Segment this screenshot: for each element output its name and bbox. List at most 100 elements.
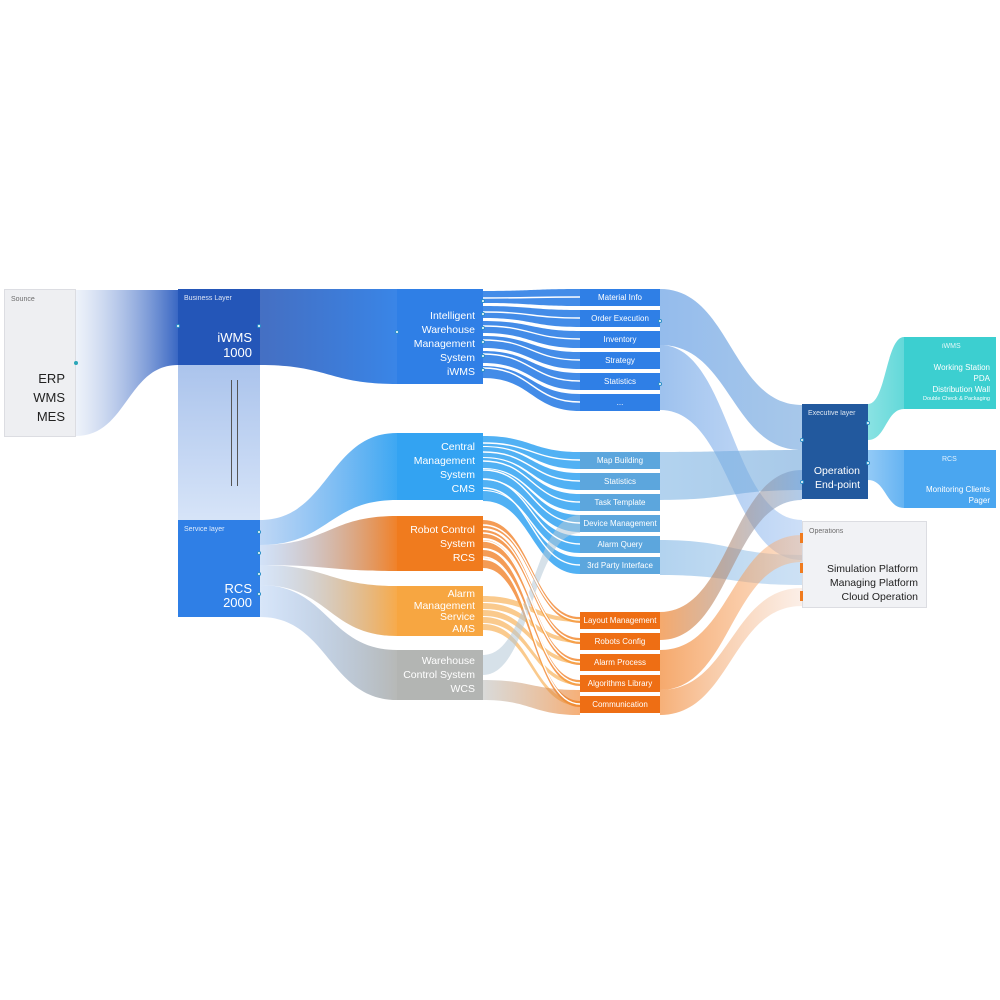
rcs-module: Layout Management bbox=[580, 612, 660, 629]
iwms-endpoint-small: Double Check & Packaging bbox=[923, 396, 990, 402]
iwms-module: Inventory bbox=[580, 331, 660, 348]
cms-module: 3rd Party Interface bbox=[580, 557, 660, 574]
wcs-system-line: WCS bbox=[450, 683, 476, 695]
rcs-system-line: System bbox=[439, 538, 475, 550]
operations-marker bbox=[800, 533, 803, 543]
wcs-system-line: Control System bbox=[403, 669, 475, 681]
flow-exec-rcs bbox=[868, 450, 904, 508]
port-dot bbox=[176, 324, 180, 328]
iwms-endpoint-line: Working Station bbox=[933, 363, 990, 372]
cms-module: Alarm Query bbox=[580, 536, 660, 553]
wcs-system-node: Warehouse Control System WCS bbox=[397, 650, 483, 700]
flow-line-rcs bbox=[482, 548, 581, 684]
flow-rcs-ops bbox=[660, 535, 802, 690]
flow-ams-module bbox=[483, 624, 580, 706]
flow-service-wcs bbox=[260, 585, 397, 700]
flow-line-cms bbox=[482, 460, 581, 503]
flow-iwms-exec bbox=[660, 289, 802, 450]
cms-system-title: Central Management System CMS bbox=[414, 440, 475, 496]
port-dot bbox=[257, 324, 261, 328]
executive-layer-node: Executive layer Operation End-point bbox=[802, 404, 868, 499]
flow-cms-module bbox=[483, 447, 580, 490]
source-node: Sounce ERP WMS MES bbox=[4, 289, 76, 437]
port-dot bbox=[257, 572, 261, 576]
flow-ams-module bbox=[483, 603, 580, 643]
port-dot bbox=[866, 421, 870, 425]
service-layer-line: RCS bbox=[224, 581, 252, 596]
rcs-endpoint-line: Monitoring Clients bbox=[925, 485, 990, 494]
flow-wcs-cms bbox=[483, 515, 580, 675]
port-dot bbox=[481, 368, 485, 372]
executive-layer-caption: Executive layer bbox=[808, 410, 856, 417]
iwms-endpoint-line: Distribution Wall bbox=[932, 385, 991, 394]
ams-system-line: Service bbox=[439, 611, 475, 623]
flow-wcs-rcs bbox=[483, 680, 580, 715]
iwms-module: Order Execution bbox=[580, 310, 660, 327]
service-layer-line: 2000 bbox=[223, 595, 252, 610]
iwms-endpoint-caption: iWMS bbox=[942, 343, 961, 350]
flow-line-rcs bbox=[482, 524, 581, 621]
flow-line-iwms bbox=[482, 296, 581, 299]
flow-iwms-module bbox=[483, 351, 580, 390]
iwms-endpoint-node: iWMS Working Station PDA Distribution Wa… bbox=[904, 337, 996, 409]
flow-iwms-module bbox=[483, 306, 580, 327]
flow-source-business bbox=[76, 290, 178, 436]
source-line: MES bbox=[36, 409, 65, 424]
port-dot bbox=[481, 326, 485, 330]
source-lines: ERP WMS MES bbox=[33, 369, 65, 426]
rcs-system-line: RCS bbox=[452, 552, 475, 564]
flow-line-iwms bbox=[482, 311, 581, 319]
port-dot bbox=[257, 551, 261, 555]
flow-rcs-module bbox=[483, 560, 580, 707]
source-line: WMS bbox=[33, 390, 65, 405]
flow-ams-module bbox=[483, 596, 580, 622]
ams-system-node: Alarm Management Service AMS bbox=[397, 586, 483, 636]
iwms-module: ... bbox=[580, 394, 660, 411]
ams-system-line: AMS bbox=[452, 622, 475, 635]
flow-line-cms bbox=[482, 451, 581, 482]
business-layer-line: 1000 bbox=[223, 345, 252, 360]
flow-service-cms bbox=[260, 433, 397, 545]
flow-line-cms bbox=[482, 442, 581, 461]
flow-iwms-module bbox=[483, 366, 580, 411]
business-layer-caption: Business Layer bbox=[184, 295, 232, 302]
port-dot bbox=[257, 530, 261, 534]
cms-module: Map Building bbox=[580, 452, 660, 469]
cms-system-line: CMS bbox=[451, 483, 475, 495]
flow-service-rcs bbox=[260, 516, 397, 571]
port-dot bbox=[658, 319, 662, 323]
service-layer-title: RCS 2000 bbox=[223, 582, 252, 610]
port-dot bbox=[481, 299, 485, 303]
executive-layer-line: End-point bbox=[815, 479, 860, 491]
rcs-system-line: Robot Control bbox=[410, 524, 475, 536]
cms-module: Device Management bbox=[580, 515, 660, 532]
iwms-module: Statistics bbox=[580, 373, 660, 390]
cms-module: Statistics bbox=[580, 473, 660, 490]
iwms-module: Material Info bbox=[580, 289, 660, 306]
ams-system-title: Alarm Management Service AMS bbox=[413, 588, 475, 635]
port-dot bbox=[481, 354, 485, 358]
iwms-system-line: Management bbox=[413, 338, 475, 350]
cms-module: Task Template bbox=[580, 494, 660, 511]
rcs-endpoint-line: Pager bbox=[968, 496, 990, 505]
flow-rcs-exec bbox=[660, 470, 802, 640]
business-layer-line: iWMS bbox=[217, 330, 252, 345]
rcs-endpoint-node: RCS Monitoring Clients Pager bbox=[904, 450, 996, 508]
source-caption: Sounce bbox=[11, 296, 35, 303]
iwms-system-node: Intelligent Warehouse Management System … bbox=[397, 289, 483, 384]
executive-layer-title: Operation End-point bbox=[814, 464, 860, 492]
iwms-endpoint-line: PDA bbox=[973, 374, 990, 383]
rcs-module: Robots Config bbox=[580, 633, 660, 650]
ams-system-line: Alarm bbox=[447, 588, 475, 600]
operations-title: Simulation Platform Managing Platform Cl… bbox=[827, 562, 918, 604]
flow-exec-iwms bbox=[868, 337, 904, 440]
flow-line-iwms bbox=[482, 367, 581, 403]
rcs-module: Alarm Process bbox=[580, 654, 660, 671]
flow-line-rcs bbox=[482, 556, 581, 705]
cms-system-node: Central Management System CMS bbox=[397, 433, 483, 500]
port-dot bbox=[800, 438, 804, 442]
operations-line: Simulation Platform bbox=[826, 563, 918, 575]
rcs-module: Algorithms Library bbox=[580, 675, 660, 692]
ams-system-line: Management bbox=[413, 599, 475, 612]
